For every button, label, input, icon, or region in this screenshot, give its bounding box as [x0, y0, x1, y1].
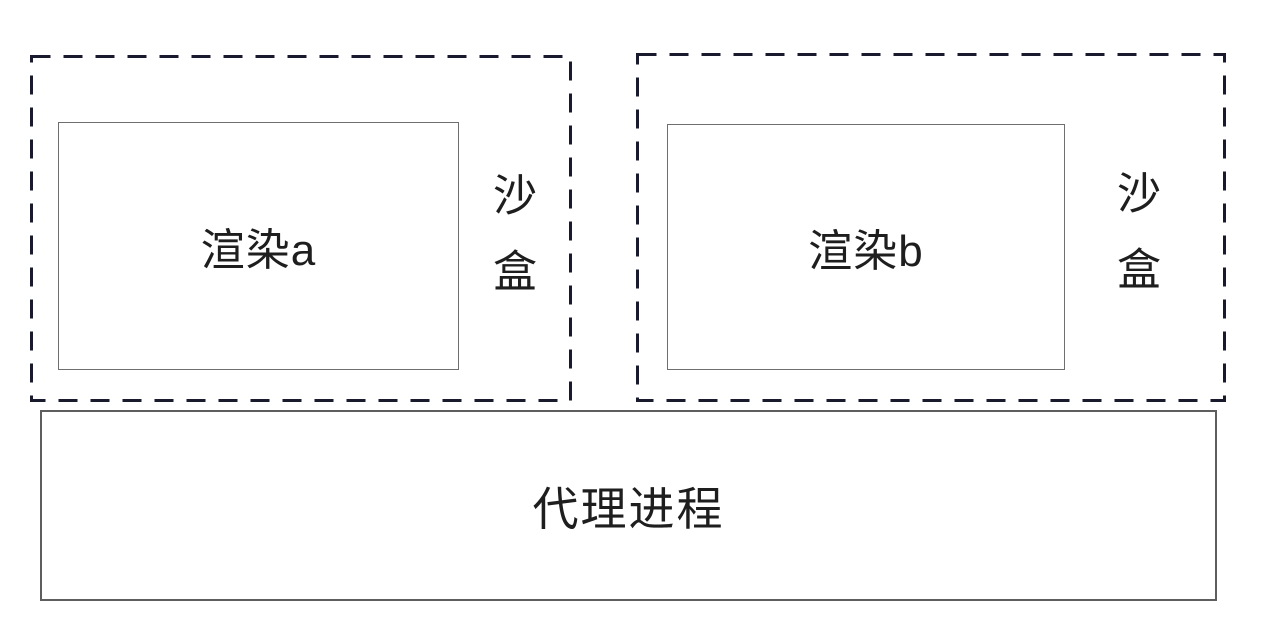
proxy-process-label: 代理进程 [532, 482, 725, 535]
sandbox-a-label: 沙盒 [486, 172, 535, 324]
renderer-a-box: 渲染a [58, 122, 459, 370]
renderer-b-label: 渲染b [808, 227, 924, 276]
renderer-b-box: 渲染b [667, 124, 1065, 370]
renderer-a-label: 渲染a [200, 226, 317, 275]
proxy-process-box: 代理进程 [40, 410, 1217, 601]
sandbox-b-label: 沙盒 [1110, 170, 1159, 322]
